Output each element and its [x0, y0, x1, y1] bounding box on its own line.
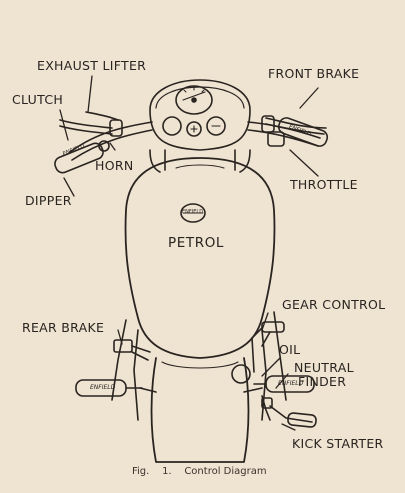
label-oil: OIL [279, 342, 301, 357]
frame [111, 311, 287, 421]
tank-badge-text: ENFIELD [182, 209, 204, 215]
figure-caption: Fig. 1. Control Diagram [132, 466, 267, 477]
ignition-switch [186, 121, 202, 137]
label-throttle: THROTTLE [290, 177, 358, 192]
light-switch [206, 116, 226, 136]
oil-tank-cap [231, 364, 251, 384]
label-gear-control: GEAR CONTROL [282, 297, 386, 312]
kick-starter-pedal [287, 412, 317, 428]
handlebar-grips [54, 117, 329, 174]
tank-filler-cap [180, 203, 206, 223]
rear-brake-pedal [113, 339, 151, 361]
speedometer-dial [175, 85, 213, 115]
fork-crown [149, 149, 251, 173]
horn-button [98, 140, 110, 152]
label-exhaust-lifter: EXHAUST LIFTER [37, 58, 147, 73]
caption-fig: Fig. [132, 466, 150, 477]
speedometer-nacelle [149, 79, 251, 151]
caption-number: 1. [162, 466, 172, 477]
right-grip [277, 117, 329, 147]
seat [150, 357, 250, 463]
label-neutral-finder-line2: FINDER [298, 374, 347, 389]
footrests [75, 375, 315, 397]
handlebar [59, 111, 327, 161]
label-rear-brake: REAR BRAKE [22, 320, 105, 335]
label-dipper: DIPPER [25, 193, 72, 208]
right-footrest-text: ENFIELD [278, 380, 304, 387]
left-footrest-text: ENFIELD [90, 384, 116, 391]
neutral-finder-pedal [261, 397, 273, 409]
kick-starter [261, 395, 317, 428]
left-grip [54, 142, 104, 174]
caption-title: Control Diagram [184, 466, 267, 477]
ammeter-gauge [162, 116, 182, 136]
petrol-tank [124, 157, 276, 359]
label-kick-starter: KICK STARTER [292, 436, 384, 451]
label-horn: HORN [95, 158, 134, 173]
leader-lines [59, 75, 319, 431]
label-front-brake: FRONT BRAKE [268, 66, 360, 81]
label-clutch: CLUTCH [12, 92, 64, 107]
gear-control-lever [251, 321, 285, 373]
tank-petrol-label: PETROL [168, 235, 225, 251]
label-neutral-finder-line1: NEUTRAL [294, 360, 354, 375]
